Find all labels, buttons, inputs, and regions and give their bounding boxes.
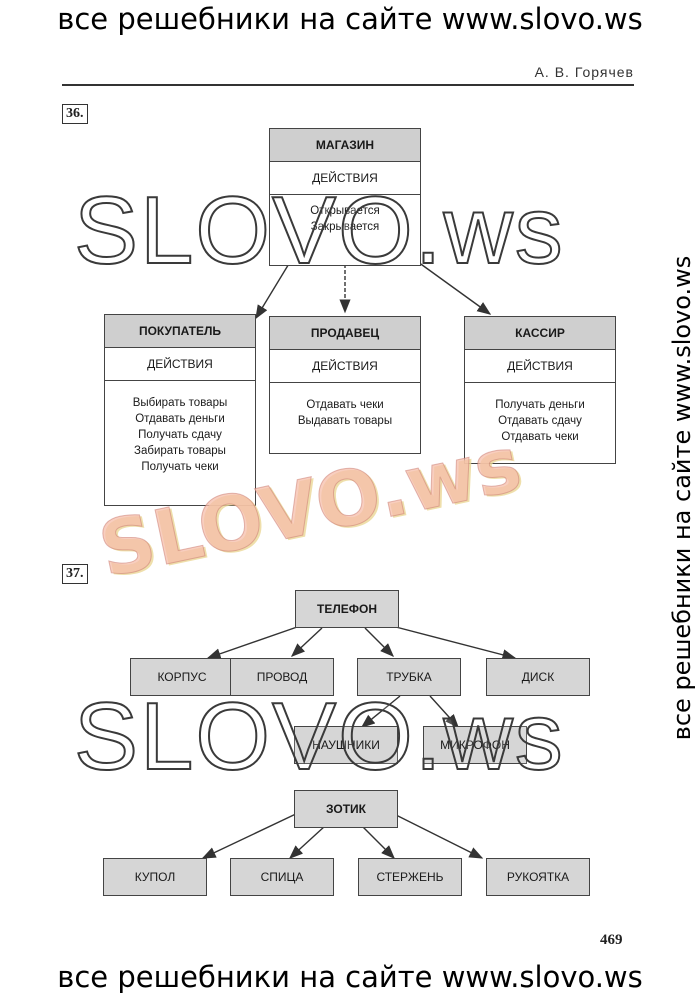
- cashier-op: Получать деньги: [495, 399, 585, 411]
- class-buyer-section: ДЕЙСТВИЯ: [105, 348, 255, 381]
- page-number: 469: [600, 932, 623, 948]
- buyer-op: Отдавать деньги: [135, 413, 225, 425]
- header-rule: [62, 84, 634, 86]
- buyer-op: Выбирать товары: [132, 397, 228, 409]
- node-earphones: НАУШНИКИ: [294, 726, 398, 764]
- arrow-store-cashier: [417, 261, 492, 315]
- node-spoke: СПИЦА: [230, 858, 334, 896]
- node-canopy: КУПОЛ: [103, 858, 207, 896]
- cashier-op: Отдавать чеки: [501, 431, 579, 443]
- buyer-op: Получать чеки: [141, 461, 219, 473]
- buyer-op: Получать сдачу: [138, 429, 222, 441]
- class-seller: ПРОДАВЕЦ ДЕЙСТВИЯ Отдавать чеки Выдавать…: [269, 316, 421, 454]
- class-store-section: ДЕЙСТВИЯ: [270, 162, 420, 195]
- class-seller-section: ДЕЙСТВИЯ: [270, 350, 420, 383]
- class-cashier-section: ДЕЙСТВИЯ: [465, 350, 615, 383]
- node-umbrella: ЗОТИК: [294, 790, 398, 828]
- node-shaft: СТЕРЖЕНЬ: [358, 858, 462, 896]
- class-cashier: КАССИР ДЕЙСТВИЯ Получать деньги Отдавать…: [464, 316, 616, 464]
- class-buyer-name: ПОКУПАТЕЛЬ: [105, 315, 255, 348]
- class-cashier-name: КАССИР: [465, 317, 615, 350]
- node-microphone: МИКРОФОН: [423, 726, 527, 764]
- task-37-number: 37.: [62, 564, 88, 584]
- bottom-banner: все решебники на сайте www.slovo.ws: [57, 960, 643, 994]
- node-dial: ДИСК: [486, 658, 590, 696]
- class-buyer: ПОКУПАТЕЛЬ ДЕЙСТВИЯ Выбирать товары Отда…: [104, 314, 256, 506]
- node-wire: ПРОВОД: [230, 658, 334, 696]
- task-36-number: 36.: [62, 104, 88, 124]
- node-handle: РУКОЯТКА: [486, 858, 590, 896]
- node-body: КОРПУС: [130, 658, 234, 696]
- seller-op: Выдавать товары: [297, 415, 393, 427]
- node-phone: ТЕЛЕФОН: [295, 590, 399, 628]
- side-banner: все решебники на сайте www.slovo.ws: [668, 255, 696, 741]
- class-store-name: МАГАЗИН: [270, 129, 420, 162]
- class-store: МАГАЗИН ДЕЙСТВИЯ Открывается Закрывается: [269, 128, 421, 266]
- store-op: Открывается: [310, 205, 380, 217]
- class-store-ops: Открывается Закрывается: [270, 195, 420, 235]
- node-handset: ТРУБКА: [357, 658, 461, 696]
- top-banner: все решебники на сайте www.slovo.ws: [57, 2, 643, 36]
- class-seller-name: ПРОДАВЕЦ: [270, 317, 420, 350]
- cashier-op: Отдавать сдачу: [498, 415, 582, 427]
- seller-op: Отдавать чеки: [306, 399, 384, 411]
- class-buyer-ops: Выбирать товары Отдавать деньги Получать…: [105, 381, 255, 475]
- class-seller-ops: Отдавать чеки Выдавать товары: [270, 383, 420, 429]
- class-cashier-ops: Получать деньги Отдавать сдачу Отдавать …: [465, 383, 615, 445]
- store-op: Закрывается: [310, 221, 380, 233]
- buyer-op: Забирать товары: [134, 445, 226, 457]
- arrow-store-buyer: [255, 261, 291, 320]
- author-name: А. В. Горячев: [534, 64, 634, 80]
